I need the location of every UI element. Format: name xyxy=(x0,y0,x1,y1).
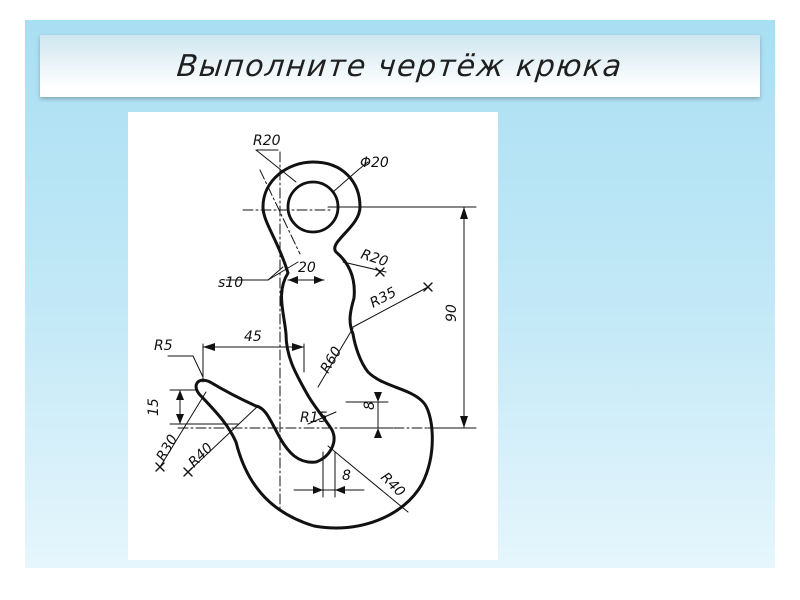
dim-width20: 20 xyxy=(298,260,316,276)
title-bar: Выполните чертёж крюка xyxy=(40,35,760,97)
arrowheads xyxy=(176,207,468,494)
dim-s10: s10 xyxy=(218,275,243,291)
dim-h90: 90 xyxy=(444,304,460,322)
dim-d15: 15 xyxy=(146,398,162,416)
dim-r40-left: R40 xyxy=(186,440,217,471)
dim-r35: R35 xyxy=(367,284,399,311)
hook-outline xyxy=(194,160,434,530)
extension-lines xyxy=(169,206,477,498)
hook-drawing: R20 Φ20 R20 s10 20 R35 90 45 R5 R60 15 R… xyxy=(146,133,477,530)
dim-r20-top: R20 xyxy=(253,133,281,149)
dim-phi20: Φ20 xyxy=(360,155,389,171)
center-lines xyxy=(177,151,434,513)
dimension-lines xyxy=(159,149,465,513)
dim-r5: R5 xyxy=(154,338,173,354)
center-marks xyxy=(155,267,433,477)
dim-d8-horizontal: 8 xyxy=(342,468,351,484)
dim-r30: R30 xyxy=(154,432,182,464)
dim-d8-vertical: 8 xyxy=(362,401,378,410)
dim-d45: 45 xyxy=(244,329,262,345)
dim-r40-right: R40 xyxy=(377,470,408,501)
hook-drawing-card: R20 Φ20 R20 s10 20 R35 90 45 R5 R60 15 R… xyxy=(128,112,498,560)
dim-r15: R15 xyxy=(300,410,328,426)
slide-title: Выполните чертёж крюка xyxy=(175,48,625,84)
